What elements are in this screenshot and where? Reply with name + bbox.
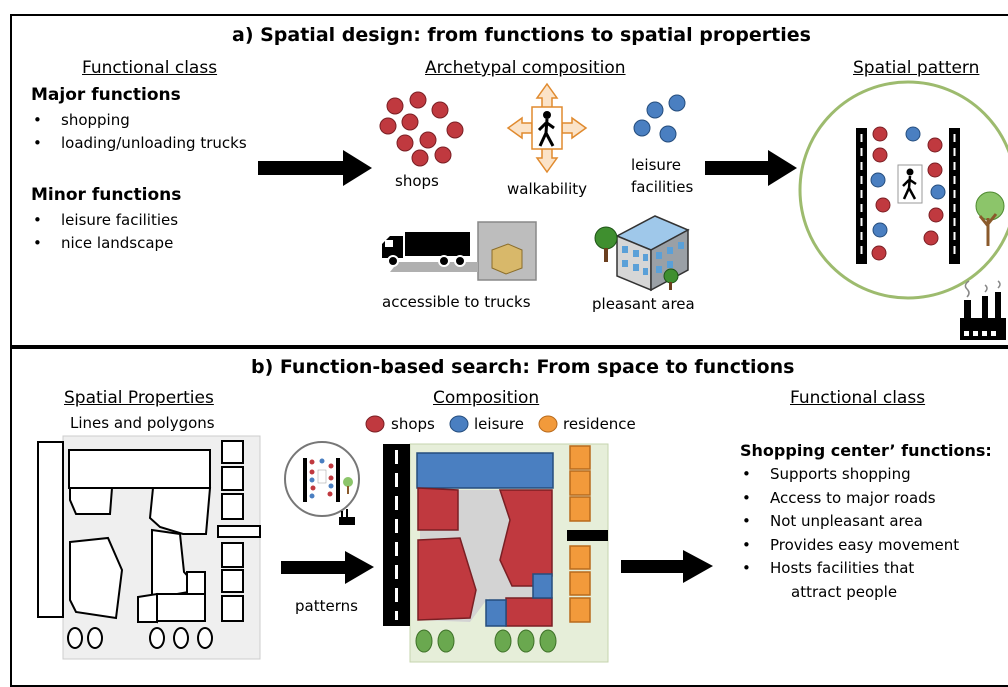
function-supports-shopping: Supports shopping	[742, 465, 911, 483]
factory-icon	[960, 280, 1006, 340]
composition-header: Composition	[433, 388, 540, 408]
minor-functions-title: Minor functions	[31, 185, 182, 205]
functional-class-header: Functional class	[82, 58, 218, 78]
leisure-label-2: facilities	[631, 178, 694, 196]
functions-title: Shopping center’ functions:	[740, 441, 992, 460]
pleasant-label: pleasant area	[592, 295, 695, 313]
spatial-pattern-icon	[798, 80, 1008, 300]
function-access-roads: Access to major roads	[742, 489, 936, 507]
panel-a-graphics	[258, 80, 1008, 340]
spatial-properties-sub: Lines and polygons	[70, 414, 215, 432]
leisure-cluster-icon	[633, 94, 686, 143]
composition-map	[383, 443, 609, 663]
minor-item-landscape: nice landscape	[33, 234, 173, 252]
panel-a-title: a) Spatial design: from functions to spa…	[232, 24, 811, 46]
major-functions-title: Major functions	[31, 85, 181, 105]
function-easy-movement: Provides easy movement	[742, 536, 959, 554]
major-item-shopping: shopping	[33, 111, 130, 129]
minor-item-leisure: leisure facilities	[33, 211, 178, 229]
archetypal-header: Archetypal composition	[425, 58, 626, 78]
building-icon	[594, 215, 690, 292]
function-not-unpleasant: Not unpleasant area	[742, 512, 923, 530]
walkability-label: walkability	[507, 180, 588, 198]
legend-swatches	[365, 415, 558, 433]
shops-cluster-icon	[379, 91, 464, 167]
leisure-label-1: leisure	[631, 156, 681, 174]
walkability-icon	[506, 82, 588, 174]
legend-label-leisure: leisure	[474, 415, 524, 433]
patterns-label: patterns	[295, 597, 358, 615]
legend-label-shops: shops	[391, 415, 435, 433]
legend-label-residence: residence	[563, 415, 636, 433]
panel-a	[10, 14, 1008, 347]
pattern-thumbnail-icon	[284, 441, 360, 525]
arrow-right-icon	[705, 150, 797, 186]
panel-b-title: b) Function-based search: From space to …	[251, 356, 795, 378]
arrow-right-icon	[258, 150, 372, 186]
function-hosts-facilities-cont: attract people	[791, 583, 898, 601]
truck-icon	[382, 221, 537, 281]
arrow-right-icon	[281, 551, 374, 584]
spatial-pattern-header: Spatial pattern	[853, 58, 980, 78]
trucks-label: accessible to trucks	[382, 293, 531, 311]
shops-label: shops	[395, 172, 439, 190]
major-item-trucks: loading/unloading trucks	[33, 134, 247, 152]
lines-polygons-map	[37, 435, 261, 660]
functional-class-header-b: Functional class	[790, 388, 926, 408]
spatial-properties-header: Spatial Properties	[64, 388, 214, 408]
function-hosts-facilities: Hosts facilities that	[742, 559, 914, 577]
arrow-right-icon	[621, 550, 713, 583]
